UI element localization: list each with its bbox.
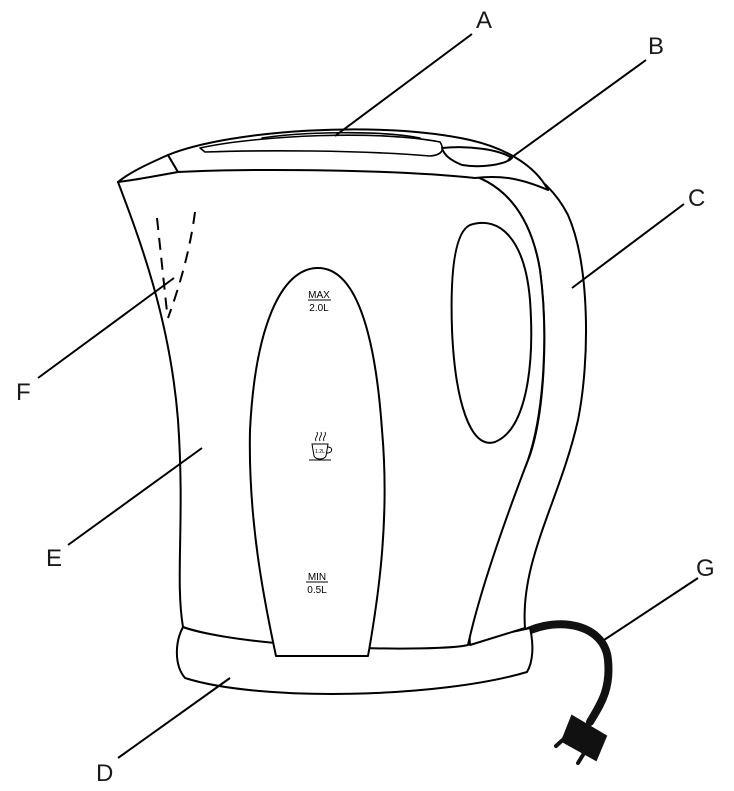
leader-line-b xyxy=(507,59,647,161)
max-label: MAX xyxy=(308,290,330,301)
leader-line-f xyxy=(37,277,175,379)
callout-d: D xyxy=(96,760,113,787)
lid-release-button xyxy=(441,146,513,168)
callout-c: C xyxy=(688,185,705,212)
leader-line-a xyxy=(334,33,473,137)
callout-e: E xyxy=(46,545,62,572)
filter-dashes xyxy=(156,211,196,319)
power-cord xyxy=(520,620,613,726)
cup-marking: 1.2L xyxy=(315,449,325,455)
min-volume: 0.5L xyxy=(307,585,327,596)
handle-opening xyxy=(450,221,533,444)
lid-outline xyxy=(167,128,549,191)
callout-a: A xyxy=(476,7,492,34)
cup-icon xyxy=(309,431,333,461)
leader-line-c xyxy=(571,203,685,289)
water-level-window xyxy=(248,267,386,657)
callout-b: B xyxy=(648,33,664,60)
max-volume: 2.0L xyxy=(309,303,329,314)
leader-line-d xyxy=(117,677,231,759)
plug-icon xyxy=(554,714,608,765)
callout-g: G xyxy=(696,555,715,582)
leader-line-g xyxy=(603,577,699,641)
callout-f: F xyxy=(16,379,31,406)
leader-line-e xyxy=(67,447,203,546)
min-label: MIN xyxy=(308,572,326,583)
